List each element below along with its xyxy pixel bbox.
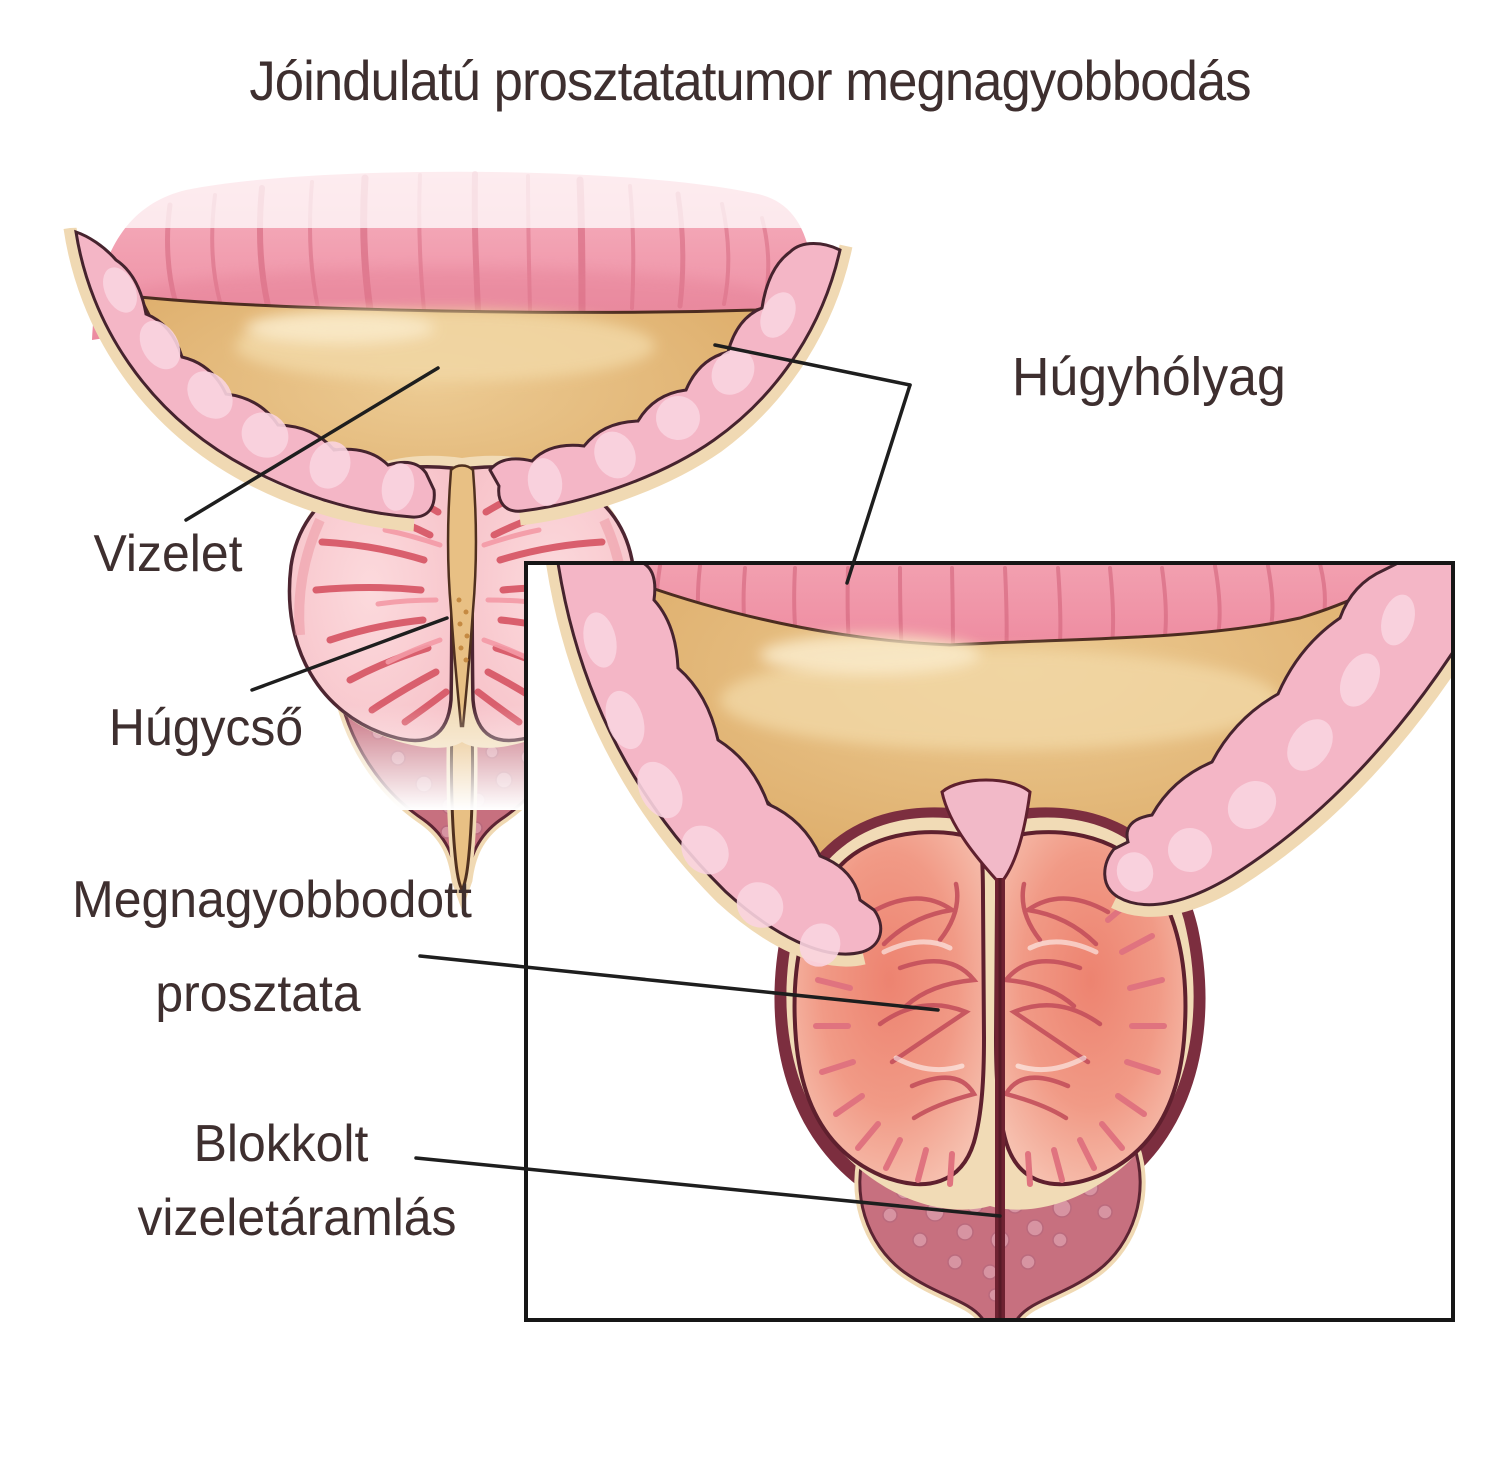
leader-bladder-2 [845,383,912,585]
bladder-neck [940,778,1032,887]
wall-marble-texture [103,267,796,511]
label-blocked-flow-line2: vizeletáramlás [137,1189,457,1247]
inset-border [524,561,1455,1322]
enlarged-anatomy-illustration [546,565,1451,1318]
bladder-wall [63,227,853,532]
leader-urethra [250,616,449,692]
leader-urine [184,366,440,522]
urethra-channel [446,464,478,728]
label-urine: Vizelet [93,525,243,583]
label-bladder: Húgyhólyag [1012,347,1286,407]
leader-bladder-1 [713,343,912,387]
label-enlarged-prostate-line2: prosztata [155,965,361,1023]
top-fade-solid [55,158,860,228]
label-urethra: Húgycső [108,699,304,757]
leader-lines [184,343,1002,1218]
urethra-dots [456,597,470,663]
leader-blocked-flow [414,1156,1002,1218]
label-enlarged-prostate-line1: Megnagyobbodott [72,871,472,929]
enlarged-prostate [786,778,1194,1210]
label-blocked-flow-line1: Blokkolt [193,1115,369,1173]
page-title: Jóindulatú prosztatatumor megnagyobbodás [249,49,1251,112]
inset-bladder-wall [546,565,1451,967]
leader-enlarged-prostate [418,954,940,1012]
